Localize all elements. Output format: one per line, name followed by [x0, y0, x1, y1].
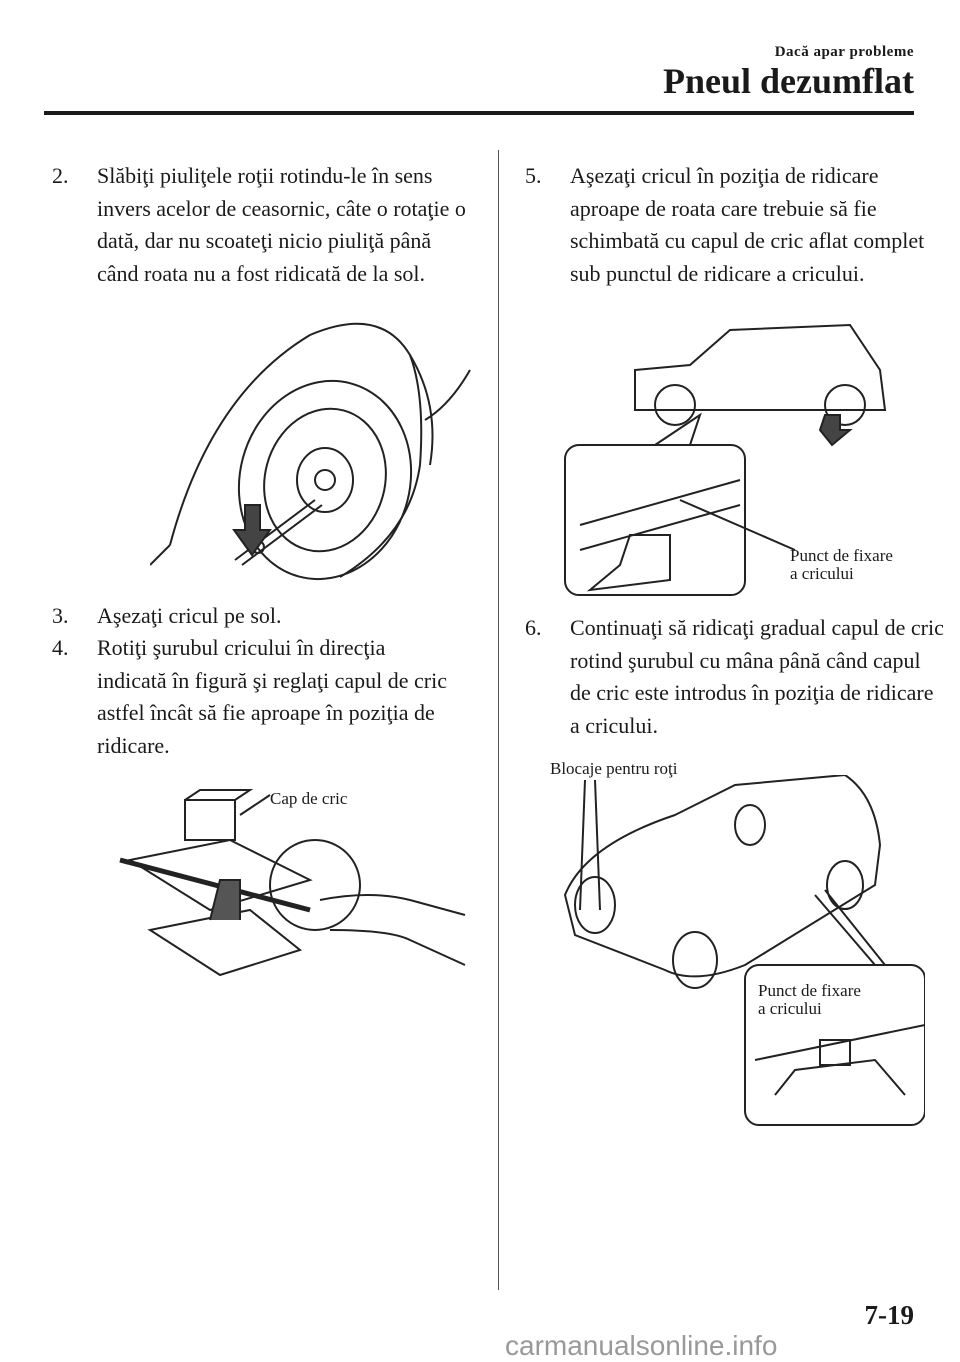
car-side-jack-point-illustration — [564, 323, 887, 596]
step-number: 5. — [525, 163, 542, 188]
car-raised-jack-illustration — [563, 775, 925, 1126]
label-line: a cricului — [790, 564, 854, 583]
step-2: 2. Slăbiţi piuliţele roţii rotindu-le în… — [52, 160, 472, 290]
column-divider — [498, 150, 499, 1290]
step-text: Aşezaţi cricul pe sol. — [97, 603, 282, 628]
jack-point-label: Punct de fixare a cricului — [790, 547, 893, 583]
step-number: 3. — [52, 603, 69, 628]
wheel-lug-nut-illustration — [150, 322, 471, 581]
section-header: Dacă apar probleme — [774, 44, 914, 60]
step-6: 6. Continuaţi să ridicaţi gradual capul … — [525, 612, 945, 742]
step-text: Rotiţi şurubul cricului în direcţia indi… — [97, 635, 448, 758]
jack-illustration — [119, 789, 466, 977]
step-number: 6. — [525, 615, 542, 640]
label-line: Punct de fixare — [790, 546, 893, 565]
watermark: carmanualsonline.info — [505, 1330, 778, 1361]
label-line: a cricului — [758, 999, 822, 1018]
jack-point-label-2: Punct de fixare a cricului — [758, 982, 861, 1018]
step-4: 4. Rotiţi şurubul cricului în direcţia i… — [52, 632, 452, 762]
label-line: Punct de fixare — [758, 981, 861, 1000]
step-text: Aşezaţi cricul în poziţia de ridicare ap… — [570, 163, 925, 286]
step-text: Continuaţi să ridicaţi gradual capul de … — [570, 615, 944, 738]
wheel-blocks-label: Blocaje pentru roţi — [550, 759, 678, 778]
page-number: 7-19 — [864, 1300, 915, 1330]
step-number: 4. — [52, 635, 69, 660]
header-rule — [44, 111, 914, 115]
step-number: 2. — [52, 163, 69, 188]
step-3: 3. Aşezaţi cricul pe sol. — [52, 600, 472, 633]
jack-head-label: Cap de cric — [270, 789, 348, 808]
step-text: Slăbiţi piuliţele roţii rotindu-le în se… — [97, 163, 466, 286]
step-5: 5. Aşezaţi cricul în poziţia de ridicare… — [525, 160, 945, 290]
page-title: Pneul dezumflat — [663, 61, 914, 101]
